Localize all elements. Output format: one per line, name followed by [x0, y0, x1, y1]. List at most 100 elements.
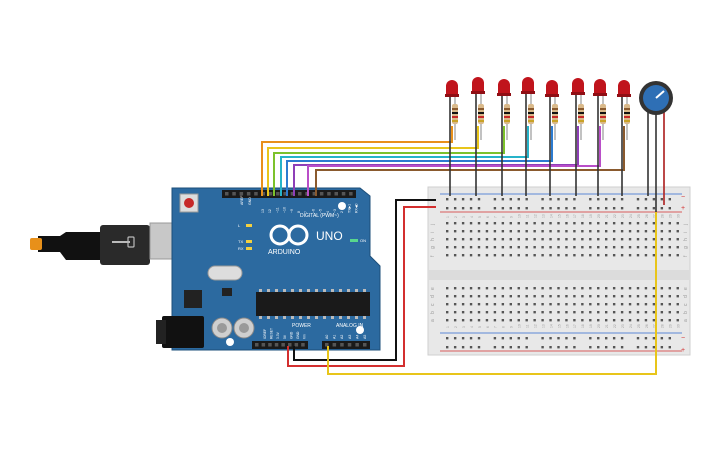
column-number: 21	[605, 324, 609, 328]
column-number: 1	[446, 216, 450, 218]
resistor-7[interactable]	[600, 102, 606, 140]
digital-pin-label: 4	[326, 211, 330, 213]
power-pin-label: RESET	[270, 328, 274, 339]
potentiometer[interactable]	[639, 81, 673, 212]
digital-pin-label: RX◀0	[355, 203, 359, 213]
digital-pin-label: ~11	[275, 207, 279, 213]
brand-label: ARDUINO	[268, 249, 301, 256]
resistor-5[interactable]	[552, 102, 558, 140]
wire-pin9	[286, 126, 553, 196]
analog-section-label: ANALOG IN	[336, 323, 364, 329]
digital-section-label: DIGITAL (PWM~)	[300, 213, 339, 219]
column-number: 26	[645, 324, 649, 328]
led-6[interactable]	[571, 78, 585, 196]
row-letter: h	[683, 238, 689, 241]
column-number: 12	[533, 214, 537, 218]
row-letter: e	[430, 287, 436, 290]
power-pin-label: 3.3V	[276, 331, 280, 339]
led-2[interactable]	[471, 77, 485, 196]
power-pin-label: Vin	[303, 334, 307, 339]
gnd-pin-label: GND	[248, 197, 252, 205]
wires	[261, 126, 657, 375]
row-letter: b	[430, 311, 436, 314]
analog-pin-label: A3	[348, 335, 352, 339]
column-number: 15	[557, 324, 561, 328]
column-number: 1	[446, 326, 450, 328]
resistor-8[interactable]	[624, 102, 630, 140]
digital-pin-label: 7	[304, 211, 308, 213]
column-number: 30	[677, 324, 681, 328]
column-number: 27	[653, 214, 657, 218]
column-number: 17	[573, 214, 577, 218]
wire-pin12	[267, 126, 479, 196]
microcontroller-chip	[256, 289, 370, 319]
row-letter: e	[683, 287, 689, 290]
column-number: 29	[669, 214, 673, 218]
on-indicator-label: ON	[360, 238, 366, 243]
analog-pin-label: A5	[363, 335, 367, 339]
resistor-2[interactable]	[478, 102, 484, 140]
column-number: 11	[526, 324, 530, 328]
rail-plus-label-bottom: +	[681, 347, 685, 354]
row-letter: b	[683, 311, 689, 314]
wire-pin11	[273, 126, 505, 196]
resistor-4[interactable]	[528, 102, 534, 140]
row-letter: f	[430, 255, 436, 257]
led-1[interactable]	[445, 80, 459, 196]
column-number: 8	[502, 326, 506, 328]
column-number: 6	[486, 326, 490, 328]
row-letter: a	[430, 319, 436, 322]
column-number: 6	[486, 216, 490, 218]
column-number: 5	[478, 326, 482, 328]
led-7[interactable]	[593, 79, 607, 196]
column-number: 17	[573, 324, 577, 328]
digital-pin-label: TX▶1	[347, 204, 351, 213]
capacitors	[211, 317, 255, 339]
led-3[interactable]	[497, 79, 511, 196]
led-8[interactable]	[617, 80, 631, 196]
column-number: 29	[669, 324, 673, 328]
column-number: 21	[605, 214, 609, 218]
led-4[interactable]	[521, 77, 535, 196]
column-number: 16	[565, 324, 569, 328]
column-number: 19	[589, 324, 593, 328]
led-5[interactable]	[545, 80, 559, 196]
column-number: 24	[629, 214, 633, 218]
analog-pin-label: A1	[333, 335, 337, 339]
column-number: 14	[549, 324, 553, 328]
rail-minus-label-bottom: −	[681, 335, 685, 342]
column-number: 23	[621, 214, 625, 218]
power-pin-label: GND	[296, 331, 300, 339]
column-number: 25	[637, 324, 641, 328]
column-number: 14	[549, 214, 553, 218]
digital-pin-label: 12	[268, 209, 272, 213]
arduino-logo: ARDUINO UNO	[268, 224, 343, 256]
row-letter: f	[683, 255, 689, 257]
column-number: 23	[621, 324, 625, 328]
power-jack[interactable]	[156, 316, 204, 348]
column-number: 2	[454, 216, 458, 218]
digital-pin-label: 8	[297, 211, 301, 213]
digital-pin-label: 13	[261, 209, 265, 213]
resistor-6[interactable]	[578, 102, 584, 140]
rail-minus-label: −	[681, 194, 685, 201]
column-number: 16	[565, 214, 569, 218]
digital-pin-label: ~9	[290, 209, 294, 213]
column-number: 27	[653, 324, 657, 328]
wire-gnd	[293, 199, 436, 361]
wire-pin7	[307, 126, 601, 196]
led-array[interactable]	[445, 77, 631, 196]
analog-pin-label: A2	[340, 335, 344, 339]
row-letter: j	[430, 224, 436, 226]
reset-button[interactable]	[179, 193, 199, 213]
resistor-3[interactable]	[504, 102, 510, 140]
column-number: 4	[470, 326, 474, 328]
resistor-1[interactable]	[452, 102, 458, 140]
column-number: 10	[518, 214, 522, 218]
